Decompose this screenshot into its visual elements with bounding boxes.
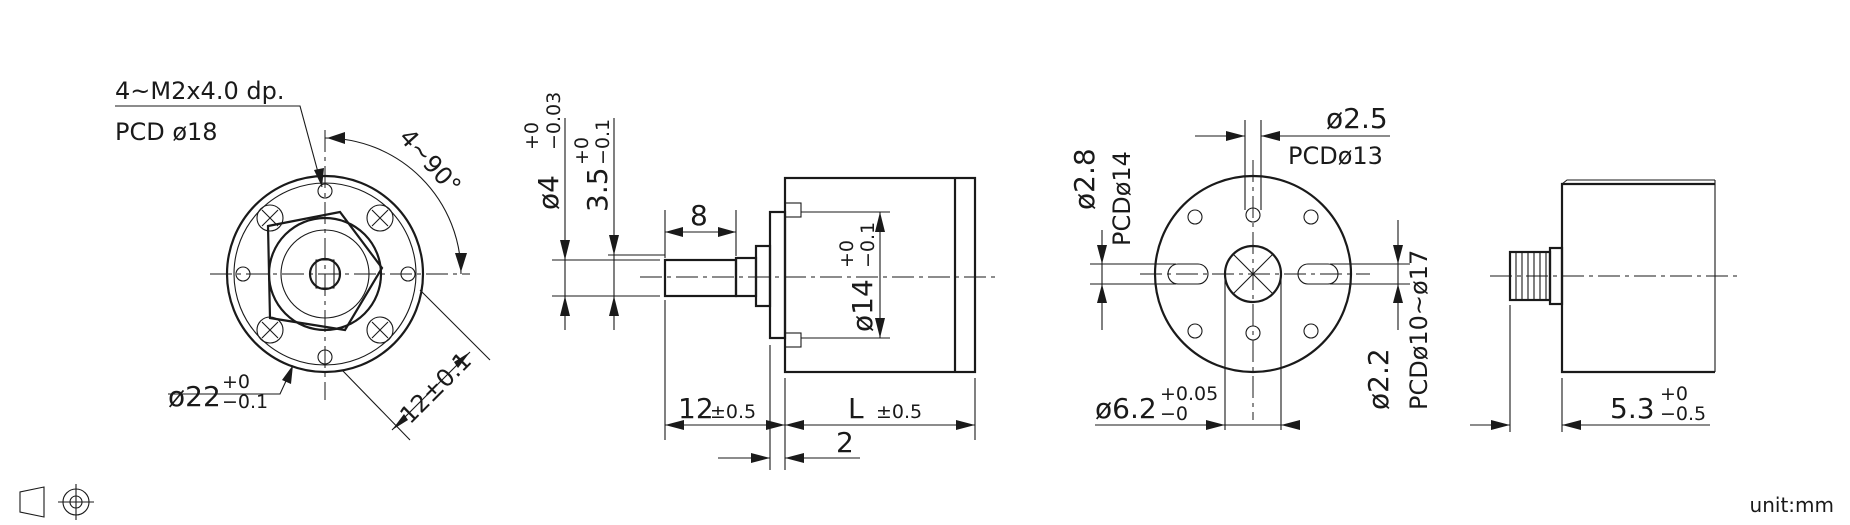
hub-arrow-b: [1281, 420, 1300, 430]
side-bearing-boss: [754, 244, 772, 308]
flat-lower: −0.1: [592, 119, 614, 165]
offset-arrow-b: [392, 414, 408, 430]
flat-len-arrow-b: [718, 227, 736, 237]
outer-dia-base: ø22: [168, 380, 221, 413]
pilot-base: ø14: [846, 279, 879, 332]
body-len-base: L: [848, 392, 864, 425]
body-len-arrow-a: [785, 420, 804, 430]
shaft-len-arrow-b: [766, 420, 785, 430]
slot-arrow-b: [1097, 284, 1107, 303]
hole-arrow-b: [1261, 131, 1280, 141]
pilot-lower: −0.1: [857, 222, 879, 268]
shaft-dia-base: ø4: [532, 175, 565, 210]
shaft-extension-lines: [552, 254, 665, 297]
body-len-tol: ±0.5: [876, 401, 922, 423]
front-view: 4~M2x4.0 dp. PCD ø18 4~90° ø22 +0 −0.1 1…: [115, 77, 491, 441]
side-bottom-screw: [784, 332, 802, 348]
front-shaft-flat: [315, 259, 335, 289]
small-hole-label: ø2.2: [1362, 348, 1395, 410]
flat-arrow-a: [609, 235, 619, 255]
front-screw-holes: [256, 204, 394, 344]
hole-pcd-label: PCDø13: [1288, 142, 1383, 170]
gear-len-upper: +0: [1660, 383, 1688, 405]
hub-extension-lines: [1224, 280, 1282, 430]
flat-arrow-b: [609, 296, 619, 316]
tap-leader-arrow: [314, 168, 324, 187]
gear-arrow-b: [1562, 420, 1581, 430]
offset-arrow-a: [454, 352, 470, 368]
gear-len-lower: −0.5: [1660, 403, 1706, 425]
shaft-len-arrow-a: [665, 420, 684, 430]
outer-dia-lower: −0.1: [222, 391, 268, 413]
outer-dia-upper: +0: [222, 371, 250, 393]
pilot-arrow-a: [875, 212, 885, 232]
projection-symbol-icon: [19, 484, 94, 520]
flange-label: 2: [836, 426, 854, 459]
flat-upper: +0: [571, 137, 593, 165]
motor-body-chamfer: [1561, 179, 1715, 185]
flat-base: 3.5: [581, 167, 614, 212]
side-bottom-extensions: [664, 300, 976, 470]
side-shaft: [663, 258, 738, 298]
hub-dia-base: ø6.2: [1095, 392, 1157, 425]
rear-terminal-slots: [1167, 263, 1339, 285]
hub-dia-lower: −0: [1160, 403, 1188, 425]
shaft-len-base: 12: [678, 392, 714, 425]
angle-arrow-end: [455, 253, 467, 272]
terminal-pcd-label: PCDø10~ø17: [1405, 250, 1433, 410]
tap-leader: [115, 105, 323, 188]
flange-arrow-b: [785, 453, 804, 463]
outer-dia-arrow: [282, 365, 293, 384]
motor-body-outline: [1560, 182, 1715, 374]
motor-view: 5.3 +0 −0.5: [1470, 179, 1740, 432]
side-top-screw: [784, 202, 802, 218]
flat-len-label: 8: [690, 199, 708, 232]
shaft-dia-arrow-a: [560, 240, 570, 260]
pilot-extensions: [801, 211, 890, 339]
hole-dia-label: ø2.5: [1326, 102, 1388, 135]
terminal-extension-lines: [1330, 263, 1410, 285]
flat-len-extensions: [664, 210, 737, 258]
pilot-upper: +0: [836, 240, 858, 268]
shaft-dia-lower: −0.03: [543, 92, 565, 150]
terminal-arrow-a: [1393, 245, 1403, 264]
hole-arrow-a: [1226, 131, 1245, 141]
side-view: ø4 +0 −0.03 3.5 +0 −0.1 8 ø14 +0 −0.1 12…: [521, 92, 995, 470]
tap-label: 4~M2x4.0 dp.: [115, 77, 284, 105]
rear-view: ø2.5 PCDø13 ø2.8 PCDø14 PCDø10~ø17 ø2.2 …: [1068, 102, 1433, 430]
unit-label: unit:mm: [1749, 493, 1834, 517]
offset-extension-lines: [341, 289, 491, 441]
terminal-arrow-b: [1393, 284, 1403, 303]
slot-dia-label: ø2.8: [1068, 148, 1101, 210]
shaft-dia-upper: +0: [521, 122, 543, 150]
flange-arrow-a: [751, 453, 770, 463]
gear-len-base: 5.3: [1610, 392, 1655, 425]
body-len-arrow-b: [956, 420, 975, 430]
slot-extension-lines: [1090, 263, 1176, 285]
angle-arrow-start: [327, 132, 345, 144]
hub-arrow-a: [1206, 420, 1225, 430]
slot-pcd-label: PCDø14: [1108, 151, 1136, 246]
pcd-label: PCD ø18: [115, 118, 218, 146]
front-centerlines: [210, 130, 470, 400]
offset-label: 12±0.1: [394, 347, 477, 430]
slot-arrow-a: [1097, 245, 1107, 264]
flat-len-arrow-a: [665, 227, 683, 237]
front-retainer-plate: [266, 210, 384, 332]
shaft-dim-lines: [564, 118, 615, 330]
shaft-dia-arrow-b: [560, 296, 570, 316]
gear-arrow-a: [1491, 420, 1510, 430]
angle-arc: [324, 137, 462, 275]
rear-centerlines: [1140, 160, 1370, 420]
side-flange: [768, 210, 787, 340]
hole-extension-lines: [1244, 120, 1262, 210]
shaft-len-tol: ±0.5: [710, 401, 756, 423]
hub-dia-upper: +0.05: [1160, 383, 1218, 405]
pilot-arrow-b: [875, 318, 885, 338]
gear-extension-lines: [1509, 305, 1563, 432]
